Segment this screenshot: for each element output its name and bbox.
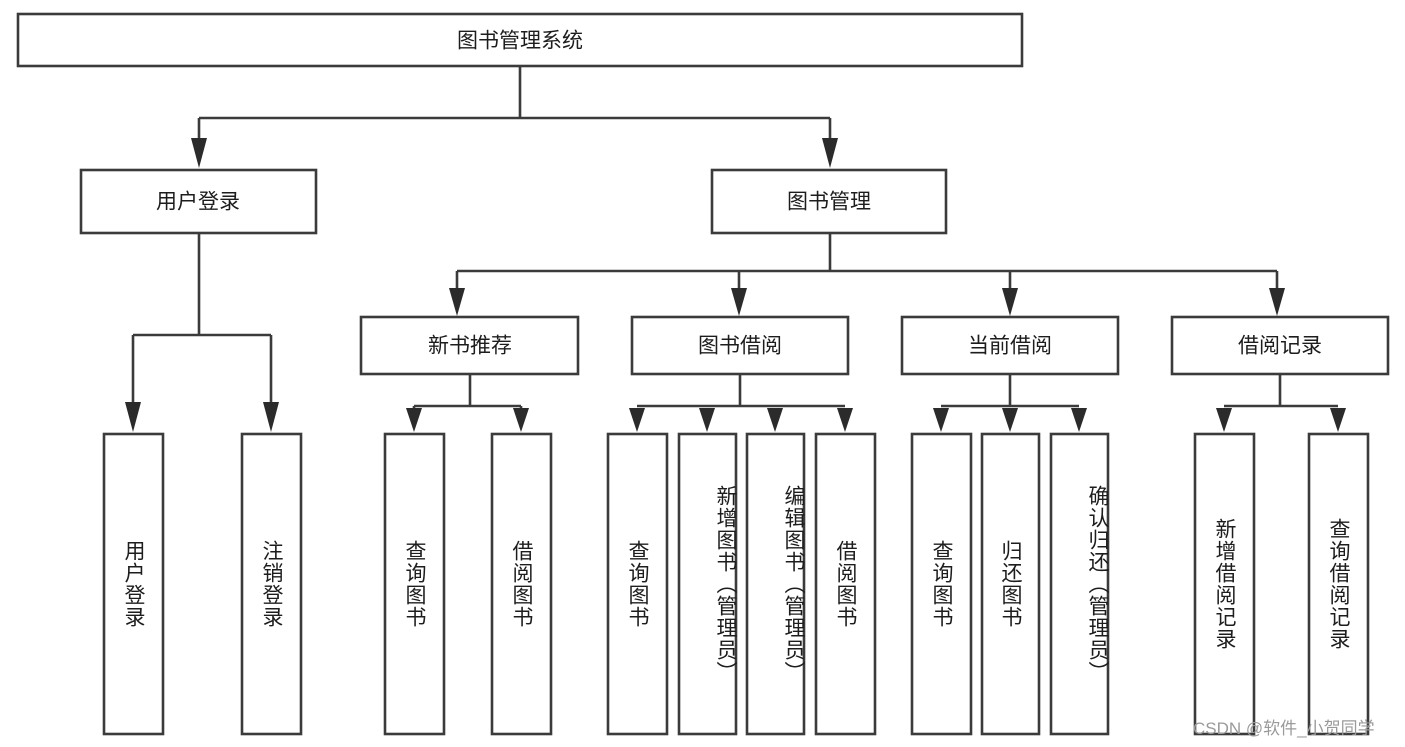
connector-group-user-login [125,233,279,432]
arrow-head-current-borrow [1002,288,1018,316]
connector-group-book-manage [449,233,1285,316]
node-borrow-record-box[interactable] [1170,315,1390,376]
connector-group-book-borrow [629,374,853,432]
node-current-borrow[interactable]: 当前借阅 [900,315,1120,376]
node-leaf-query-book-3-box[interactable] [910,432,973,736]
node-leaf-borrow-book-1-box[interactable] [490,432,553,736]
arrow-head-leaf-edit-book [767,408,783,432]
node-leaf-borrow-book-2-box[interactable] [814,432,877,736]
node-user-login[interactable]: 用户登录 [79,168,318,235]
arrow-head-leaf-confirm-return [1071,408,1087,432]
connector-group-borrow-record [1216,374,1346,432]
node-new-book-recommend-box[interactable] [359,315,580,376]
node-leaf-add-book-box[interactable] [677,432,738,736]
node-root[interactable]: 图书管理系统 [16,12,1024,68]
arrow-head-leaf-query-record [1330,408,1346,432]
connector-group-root [191,66,838,168]
node-leaf-add-record-box[interactable] [1193,432,1256,736]
arrow-head-leaf-query-book-1 [406,408,422,432]
arrow-head-leaf-query-book-3 [933,408,949,432]
node-user-login-box[interactable] [79,168,318,235]
node-new-book-recommend[interactable]: 新书推荐 [359,315,580,376]
node-current-borrow-label: 当前借阅 [968,335,1052,358]
node-leaf-edit-book-box[interactable] [745,432,806,736]
node-leaf-query-record-box[interactable] [1307,432,1370,736]
node-user-login-label: 用户登录 [156,191,240,214]
connector-group-new-book-recommend [406,374,529,432]
node-new-book-recommend-label: 新书推荐 [428,335,512,358]
arrow-head-leaf-borrow-book-1 [513,408,529,432]
csdn-watermark: CSDN @软件_小贺同学 [1193,719,1375,738]
arrow-head-user-login [191,138,207,168]
arrow-head-new-book-recommend [449,288,465,316]
arrow-head-leaf-add-record [1216,408,1232,432]
node-borrow-record-label: 借阅记录 [1238,335,1322,358]
arrow-head-book-borrow [731,288,747,316]
node-leaf-confirm-return-box[interactable] [1049,432,1110,736]
node-book-manage[interactable]: 图书管理 [710,168,948,235]
node-book-borrow-label: 图书借阅 [698,335,782,358]
node-leaf-query-book-2-box[interactable] [606,432,669,736]
node-book-borrow[interactable]: 图书借阅 [630,315,850,376]
node-leaf-user-logout-box[interactable] [240,432,303,736]
arrow-head-leaf-add-book [699,408,715,432]
node-root-label: 图书管理系统 [457,30,583,53]
node-leaf-return-book-box[interactable] [980,432,1041,736]
node-current-borrow-box[interactable] [900,315,1120,376]
leaf-boxes [102,432,1370,736]
arrow-head-leaf-user-login [125,402,141,432]
node-root-box[interactable] [16,12,1024,68]
node-leaf-query-book-1-box[interactable] [383,432,446,736]
connector-group-current-borrow [933,374,1087,432]
arrow-head-leaf-borrow-book-2 [837,408,853,432]
arrow-head-borrow-record [1269,288,1285,316]
node-leaf-user-login-box[interactable] [102,432,165,736]
arrow-head-leaf-query-book-2 [629,408,645,432]
arrow-head-book-manage [822,138,838,168]
node-borrow-record[interactable]: 借阅记录 [1170,315,1390,376]
arrow-head-leaf-user-logout [263,402,279,432]
node-book-borrow-box[interactable] [630,315,850,376]
node-book-manage-box[interactable] [710,168,948,235]
arrow-head-leaf-return-book [1002,408,1018,432]
node-book-manage-label: 图书管理 [787,191,871,214]
